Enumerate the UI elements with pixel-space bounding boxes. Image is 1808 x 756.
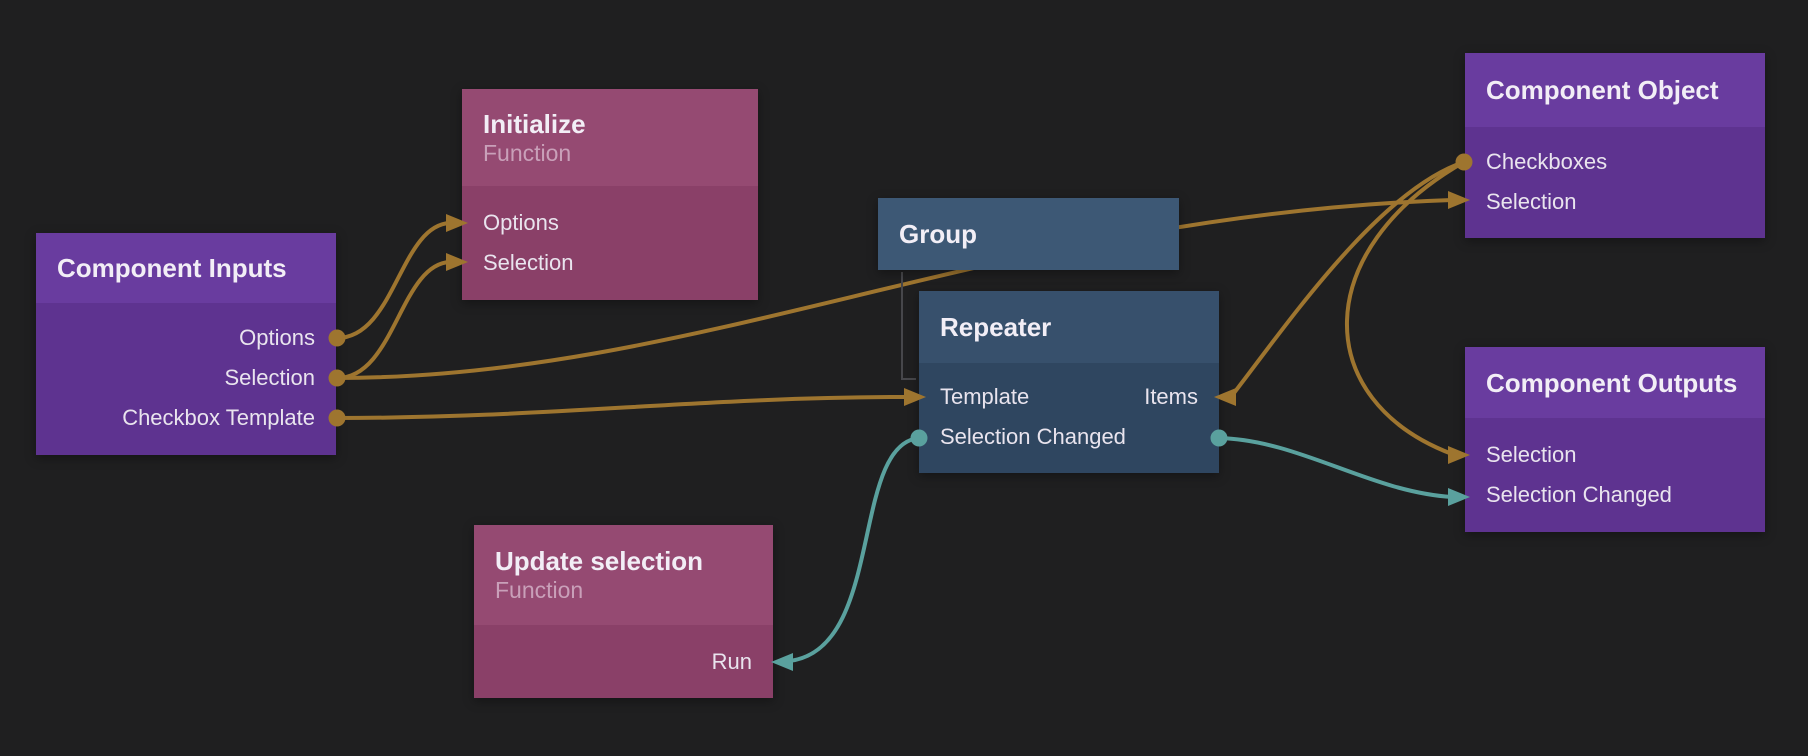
port-options[interactable]: Options: [483, 210, 559, 235]
node-initialize[interactable]: Initialize Function Options Selection: [462, 89, 758, 300]
node-repeater[interactable]: Repeater Template Items Selection Change…: [919, 291, 1219, 473]
node-body: Checkboxes Selection: [1465, 127, 1765, 238]
port-selection[interactable]: Selection: [1486, 189, 1577, 214]
node-header: Component Inputs: [36, 233, 336, 303]
node-update-selection[interactable]: Update selection Function Run: [474, 525, 773, 698]
connection-object-checkboxes-to-outputs-selection[interactable]: [1345, 160, 1465, 456]
node-title: Component Outputs: [1486, 367, 1738, 398]
port-template[interactable]: Template: [940, 384, 1030, 409]
node-component-object[interactable]: Component Object Checkboxes Selection: [1465, 53, 1765, 238]
node-body: Selection Selection Changed: [1465, 418, 1765, 532]
connection-object-checkboxes-to-repeater-items[interactable]: [1232, 160, 1465, 395]
node-body: Template Items Selection Changed: [919, 363, 1219, 473]
node-header: Initialize Function: [462, 89, 758, 186]
port-checkboxes[interactable]: Checkboxes: [1486, 149, 1608, 174]
node-component-outputs[interactable]: Component Outputs Selection Selection Ch…: [1465, 347, 1765, 532]
node-group[interactable]: Group: [878, 198, 1179, 270]
port-row-template-items: Template Items: [919, 377, 1219, 417]
port-selection-changed[interactable]: Selection Changed: [940, 424, 1126, 449]
node-header: Component Object: [1465, 53, 1765, 127]
node-title: Initialize: [483, 108, 586, 139]
connection-inputs-selection-to-object-selection[interactable]: [336, 198, 1453, 380]
node-title: Repeater: [940, 312, 1052, 342]
node-body: Options Selection: [462, 186, 758, 300]
node-header: Repeater: [919, 291, 1219, 363]
port-selection-changed[interactable]: Selection Changed: [1486, 482, 1672, 507]
node-component-inputs[interactable]: Component Inputs Options Selection Check…: [36, 233, 336, 455]
port-selection[interactable]: Selection: [483, 250, 574, 275]
node-header: Group: [878, 198, 1179, 270]
port-selection[interactable]: Selection: [1486, 442, 1577, 467]
node-title: Component Inputs: [57, 253, 287, 283]
connection-inputs-options-to-initialize-options[interactable]: [336, 221, 451, 340]
port-selection[interactable]: Selection: [224, 365, 315, 390]
node-header: Component Outputs: [1465, 347, 1765, 418]
port-checkbox-template[interactable]: Checkbox Template: [122, 405, 315, 430]
node-title: Group: [899, 219, 977, 249]
connection-group-to-repeater-hierarchy[interactable]: [901, 272, 916, 380]
node-subtitle: Function: [483, 139, 572, 166]
node-body: Options Selection Checkbox Template: [36, 303, 336, 455]
connection-inputs-selection-to-initialize-selection[interactable]: [336, 260, 451, 380]
connection-inputs-checkboxtemplate-to-repeater-template[interactable]: [336, 395, 909, 420]
connection-repeater-selectionchanged-to-outputs-selectionchanged[interactable]: [1218, 436, 1453, 499]
node-subtitle: Function: [495, 577, 584, 603]
node-body: Run: [474, 625, 773, 698]
port-items[interactable]: Items: [1144, 384, 1198, 409]
connection-repeater-selectionchanged-to-run[interactable]: [788, 436, 920, 663]
node-header: Update selection Function: [474, 525, 773, 625]
port-options[interactable]: Options: [239, 325, 315, 350]
node-title: Component Object: [1486, 75, 1719, 105]
node-title: Update selection: [495, 546, 704, 576]
port-run[interactable]: Run: [711, 649, 752, 674]
